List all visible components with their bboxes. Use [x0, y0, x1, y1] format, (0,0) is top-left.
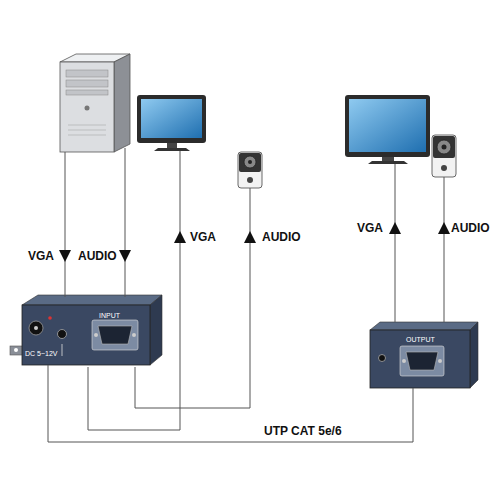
signal-label: VGA [28, 250, 54, 263]
computer-tower [68, 135, 106, 136]
transmitter-housing [132, 333, 136, 337]
receiver-housing [402, 359, 406, 363]
transmitter-housing [10, 295, 162, 365]
receiver-housing [379, 355, 386, 362]
transmitter-housing [58, 330, 67, 339]
transmitter-housing [98, 326, 132, 344]
signal-wire [125, 148, 126, 297]
receiver-housing [400, 346, 444, 376]
speaker [432, 135, 456, 177]
signal-arrow [389, 222, 401, 234]
receiver-housing [438, 359, 442, 363]
monitor [345, 95, 430, 157]
signal-wire [65, 152, 66, 297]
monitor [382, 157, 394, 161]
signal-arrow [119, 250, 131, 262]
signal-label: VGA [190, 231, 216, 244]
signal-label: VGA [357, 222, 383, 235]
signal-arrow [438, 222, 450, 234]
receiver-housing [406, 352, 438, 370]
panel-text: OUTPUT [406, 336, 435, 343]
computer-tower [114, 54, 130, 152]
speaker [433, 136, 455, 158]
transmitter-housing [92, 320, 138, 350]
receiver-housing [370, 322, 478, 330]
signal-arrow [174, 231, 186, 243]
transmitter-housing [34, 326, 38, 330]
computer-tower [66, 80, 108, 87]
transmitter-housing [150, 295, 162, 365]
computer-tower [68, 125, 106, 126]
speaker [441, 165, 447, 171]
signal-label: AUDIO [451, 222, 490, 235]
transmitter-housing [14, 348, 18, 352]
speaker [247, 177, 253, 183]
computer-tower [66, 90, 108, 95]
monitor [345, 95, 430, 164]
monitor [167, 143, 177, 148]
utp-cable [48, 365, 413, 442]
signal-wire [65, 148, 444, 430]
speaker [239, 153, 261, 172]
monitor [141, 99, 202, 138]
transmitter-housing [62, 344, 63, 356]
speaker [238, 152, 262, 188]
transmitter-box: INPUT DC 5~12V [22, 305, 150, 365]
speaker [442, 145, 447, 150]
receiver-housing [470, 322, 478, 388]
transmitter-housing [29, 321, 43, 335]
signal-label: AUDIO [262, 231, 301, 244]
panel-text: INPUT [99, 312, 120, 319]
speaker [437, 140, 451, 154]
computer-tower [60, 54, 130, 152]
transmitter-housing [48, 316, 52, 320]
signal-wire [395, 164, 396, 322]
transmitter-housing [22, 295, 162, 305]
panel-text: DC 5~12V [25, 350, 58, 357]
speaker [248, 160, 252, 164]
monitor [349, 99, 426, 152]
computer-tower [60, 62, 114, 152]
computer-tower [66, 70, 108, 77]
receiver-housing [370, 322, 478, 388]
cable-label: UTP CAT 5e/6 [262, 425, 344, 438]
speaker [238, 152, 262, 188]
monitor [137, 95, 206, 143]
monitor [154, 148, 190, 151]
monitor [368, 161, 408, 164]
signal-arrow [59, 250, 71, 262]
transmitter-housing [94, 333, 98, 337]
speaker [432, 135, 456, 177]
signal-label: AUDIO [78, 250, 117, 263]
speaker [244, 156, 256, 168]
monitor [137, 95, 206, 151]
signal-arrow [59, 222, 450, 262]
receiver-box: OUTPUT [370, 330, 470, 388]
computer-tower [68, 130, 106, 131]
transmitter-housing [22, 305, 150, 365]
receiver-housing [370, 330, 470, 388]
signal-wire [444, 177, 445, 322]
computer-tower [85, 106, 90, 111]
signal-wire [88, 151, 180, 430]
signal-wire [135, 188, 250, 408]
signal-arrow [244, 231, 256, 243]
